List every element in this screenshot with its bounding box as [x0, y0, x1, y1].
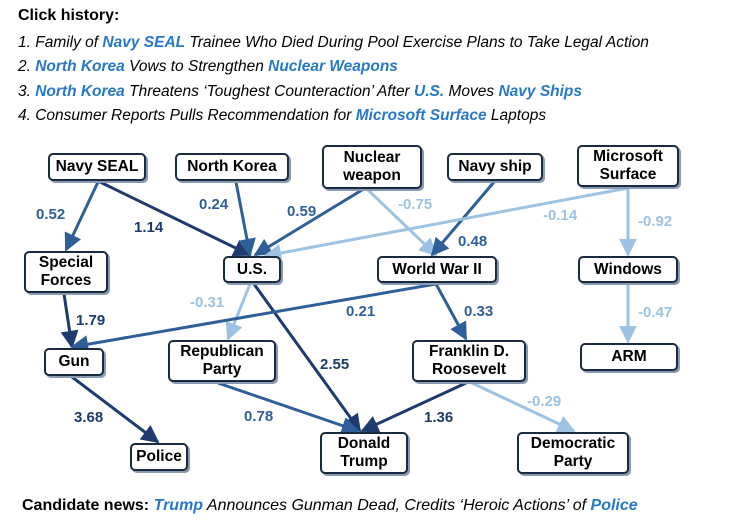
candidate-news-headline: Trump Announces Gunman Dead, Credits ‘He…	[149, 497, 638, 514]
click-history-item: 4. Consumer Reports Pulls Recommendation…	[18, 104, 649, 128]
node-gun: Gun	[44, 348, 104, 376]
edge-layer	[60, 180, 637, 444]
text-segment: Trainee Who Died During Pool Exercise Pl…	[185, 34, 649, 51]
click-history-item: 1. Family of Navy SEAL Trainee Who Died …	[18, 31, 649, 55]
edge-weight-label: -0.75	[398, 196, 433, 213]
edge-weight-label: 0.52	[36, 206, 66, 223]
node-microsoft-surface: Microsoft Surface	[577, 145, 679, 187]
click-history-list: 1. Family of Navy SEAL Trainee Who Died …	[18, 31, 649, 128]
node-label: ARM	[611, 348, 647, 365]
edge-weight-label: -0.29	[527, 393, 562, 410]
click-history-title: Click history:	[18, 7, 120, 24]
edge-weight-label: 0.59	[287, 203, 317, 220]
candidate-news: Candidate news: Trump Announces Gunman D…	[22, 497, 638, 515]
text-segment: Laptops	[486, 106, 547, 124]
node-us: U.S.	[223, 256, 281, 283]
edge-nuclear-weapon-to-world-war-ii	[366, 188, 438, 257]
edge-weight-label: 0.78	[244, 408, 274, 425]
text-segment: Threatens ‘Toughest Counteraction’ After	[124, 82, 415, 100]
node-label: Nuclear weapon	[343, 149, 401, 184]
node-police: Police	[130, 443, 188, 471]
node-label: Gun	[58, 353, 90, 370]
node-donald-trump: Donald Trump	[320, 432, 408, 474]
edge-navy-seal-to-us	[99, 180, 252, 257]
edge-franklin-roosevelt-to-donald-trump	[360, 381, 467, 433]
node-label: Franklin D. Roosevelt	[428, 343, 510, 378]
node-label: North Korea	[187, 158, 277, 175]
node-democratic-party: Democratic Party	[517, 432, 629, 474]
text-segment: Announces Gunman Dead, Credits ‘Heroic A…	[203, 497, 591, 514]
edge-weight-label: -0.14	[543, 207, 578, 224]
edge-republican-party-to-donald-trump	[217, 381, 360, 435]
edge-weight-label: 0.24	[199, 196, 229, 213]
edge-weight-label: 2.55	[320, 356, 350, 373]
click-history-item: 3. North Korea Threatens ‘Toughest Count…	[18, 80, 649, 104]
edge-nuclear-weapon-to-us	[253, 188, 363, 257]
highlighted-entity: North Korea	[35, 58, 125, 76]
node-label: Windows	[594, 260, 662, 278]
node-label: Police	[136, 448, 182, 465]
highlighted-entity: Police	[590, 497, 638, 514]
node-navy-ship: Navy ship	[447, 153, 543, 181]
node-label: Donald Trump	[337, 435, 391, 470]
node-label: Navy ship	[458, 158, 532, 175]
edge-weight-label: 3.68	[74, 409, 104, 426]
node-label: U.S.	[236, 260, 268, 278]
edge-franklin-roosevelt-to-democratic-party	[471, 381, 576, 433]
edge-weight-label: 1.14	[134, 219, 164, 236]
node-north-korea: North Korea	[175, 153, 289, 181]
edge-weight-label: -0.92	[638, 213, 673, 230]
text-segment: 3.	[18, 82, 36, 100]
node-windows: Windows	[578, 256, 678, 283]
edge-us-to-donald-trump	[252, 283, 362, 433]
edge-world-war-ii-to-franklin-roosevelt	[434, 283, 468, 341]
highlighted-entity: Microsoft Surface	[355, 106, 487, 124]
edge-weight-label: 0.33	[464, 303, 494, 320]
node-label: Republican Party	[180, 343, 264, 378]
node-nuclear-weapon: Nuclear weapon	[322, 145, 422, 189]
edge-weight-label: 0.48	[458, 233, 488, 250]
text-segment: 1. Family of	[18, 34, 103, 51]
edge-special-forces-to-gun	[60, 293, 79, 349]
text-segment: 2.	[18, 58, 36, 76]
node-label: Navy SEAL	[55, 158, 139, 175]
highlighted-entity: North Korea	[35, 82, 125, 100]
edge-weight-label: 1.36	[424, 409, 454, 426]
candidate-news-label: Candidate news:	[22, 497, 150, 514]
edge-world-war-ii-to-gun	[70, 282, 437, 354]
highlighted-entity: Navy SEAL	[102, 34, 186, 51]
text-segment: Vows to Strengthen	[124, 58, 269, 76]
node-world-war-ii: World War II	[377, 256, 497, 283]
node-label: Special Forces	[38, 254, 94, 289]
edge-north-korea-to-us	[234, 181, 256, 257]
highlighted-entity: Navy Ships	[498, 82, 583, 100]
edge-weight-label: 0.21	[346, 303, 376, 320]
text-segment: 4. Consumer Reports Pulls Recommendation…	[18, 106, 356, 124]
node-label: Democratic Party	[530, 435, 616, 470]
edge-weight-label: -0.31	[190, 294, 225, 311]
node-franklin-roosevelt: Franklin D. Roosevelt	[412, 340, 526, 382]
edge-weight-label: -0.47	[638, 304, 673, 321]
edge-us-to-republican-party	[225, 283, 252, 341]
edge-weight-label: 1.79	[76, 312, 106, 329]
highlighted-entity: Nuclear Weapons	[268, 58, 398, 76]
highlighted-entity: Trump	[153, 497, 204, 514]
node-republican-party: Republican Party	[168, 340, 276, 382]
node-label: Microsoft Surface	[593, 148, 663, 183]
edge-microsoft-surface-to-us	[263, 186, 629, 262]
node-navy-seal: Navy SEAL	[48, 153, 146, 181]
node-arm: ARM	[580, 343, 678, 371]
text-segment: Moves	[444, 82, 499, 100]
edge-navy-seal-to-special-forces	[64, 181, 100, 252]
click-history-item: 2. North Korea Vows to Strengthen Nuclea…	[18, 55, 649, 79]
node-label: World War II	[392, 260, 482, 278]
highlighted-entity: U.S.	[414, 82, 445, 100]
edge-gun-to-police	[71, 375, 160, 444]
node-special-forces: Special Forces	[24, 251, 108, 293]
